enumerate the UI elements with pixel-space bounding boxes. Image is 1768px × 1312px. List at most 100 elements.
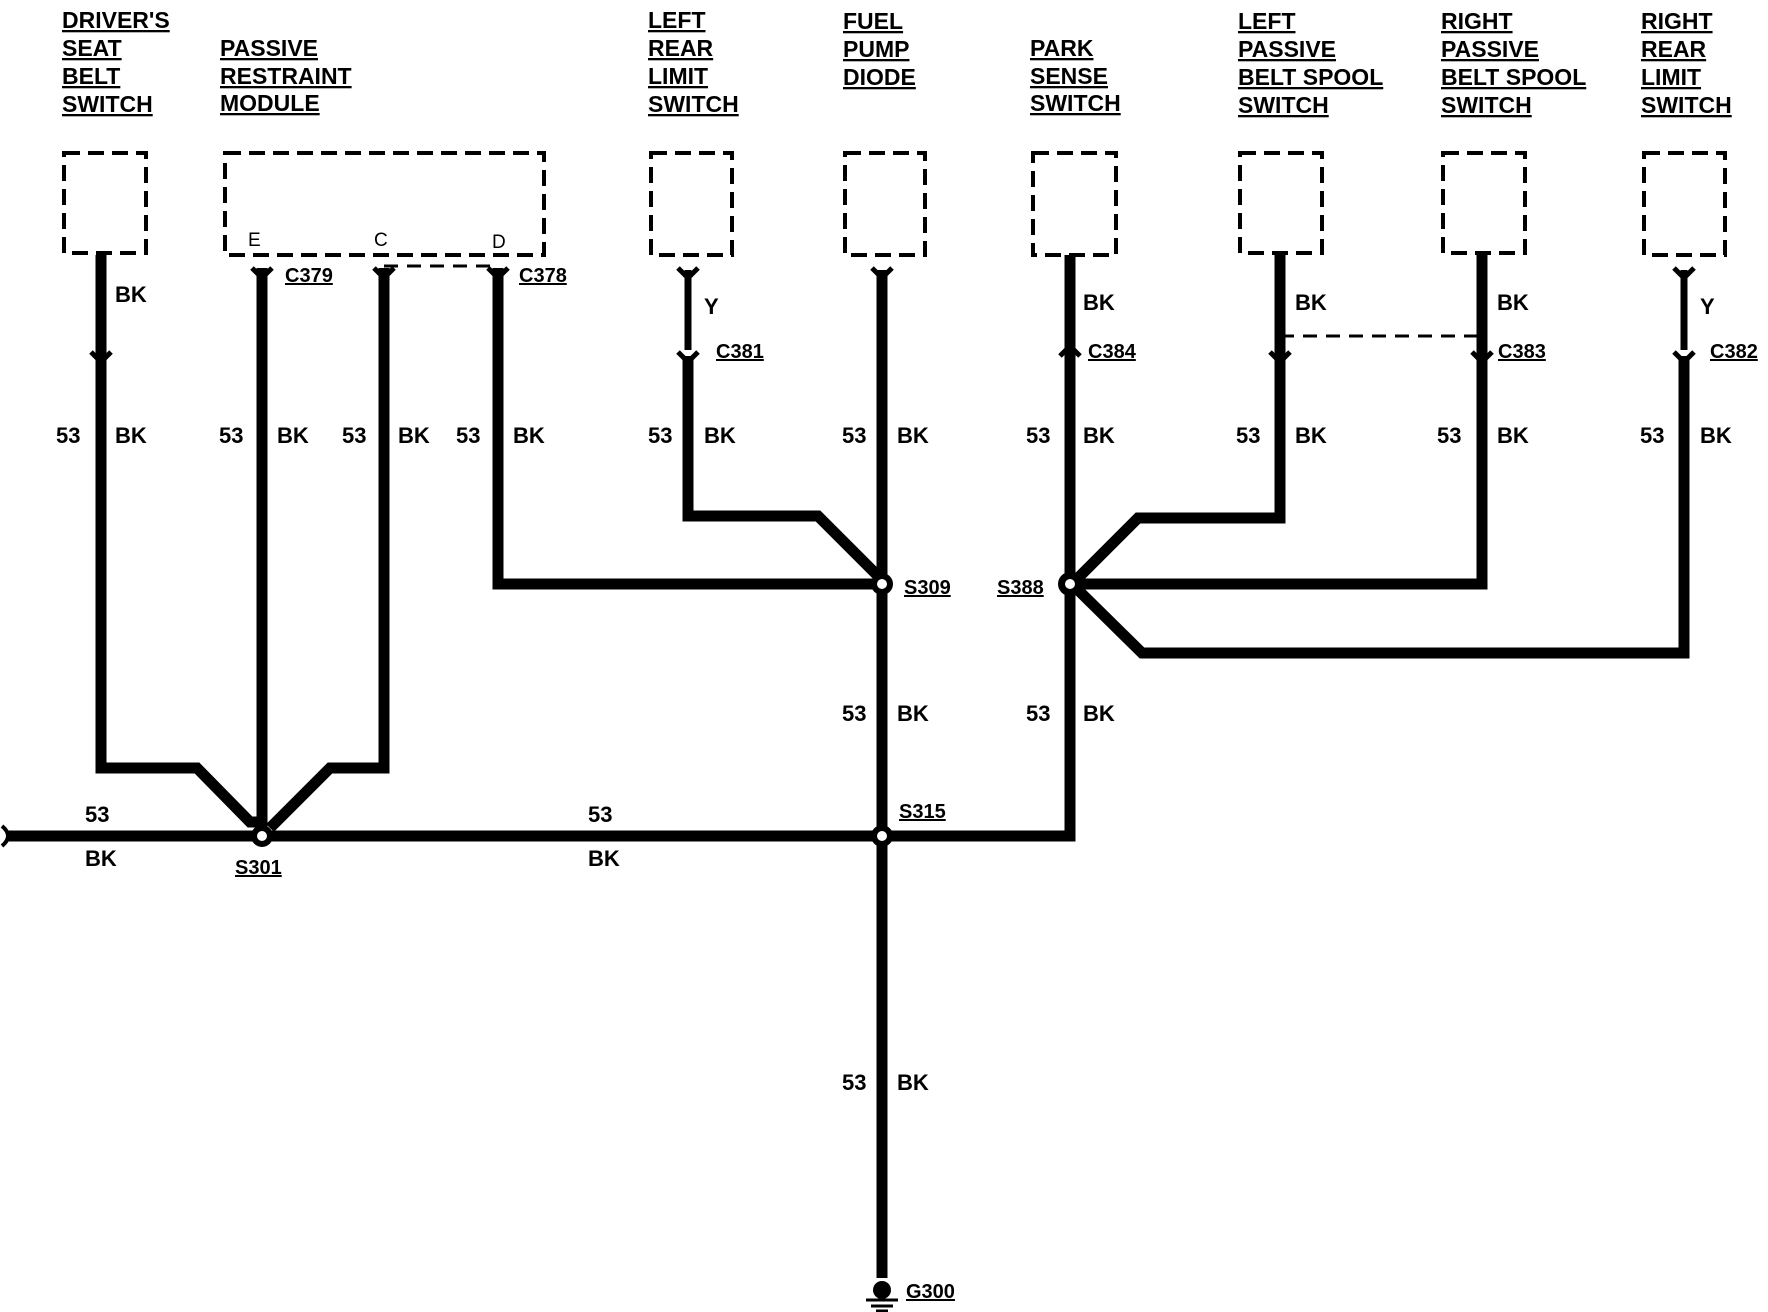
wire-color-label: Y: [1700, 294, 1715, 319]
connector-right-spool-c383-symbol: [1470, 350, 1494, 366]
svg-text:SWITCH: SWITCH: [1441, 92, 1532, 118]
connector-c382-label: C382: [1710, 341, 1758, 363]
splice-s315-label: S315: [899, 801, 946, 823]
circuit-number-label: 53: [588, 802, 612, 827]
circuit-number-label: 53: [56, 423, 80, 448]
circuit-number-label: 53: [85, 802, 109, 827]
connector-c378-c-symbol: [372, 266, 396, 282]
wire-color-label: BK: [1700, 423, 1732, 448]
circuit-number-label: 53: [1437, 423, 1461, 448]
wire-color-label: BK: [513, 423, 545, 448]
connector-c382-upper-symbol: [1672, 266, 1696, 282]
wire-color-label: BK: [1295, 423, 1327, 448]
svg-text:BELT: BELT: [62, 63, 120, 89]
pin-d-label: D: [492, 232, 506, 253]
park-sense-switch-box: [1031, 151, 1118, 257]
ground-g300-label: G300: [906, 1281, 955, 1303]
connector-left-spool-c383-symbol: [1268, 350, 1292, 366]
left-passive-belt-spool-switch-title: LEFT PASSIVE BELT SPOOL SWITCH: [1238, 8, 1383, 118]
svg-text:RESTRAINT: RESTRAINT: [220, 63, 352, 89]
wire-left-rear-limit: [682, 356, 886, 584]
svg-text:SWITCH: SWITCH: [1238, 92, 1329, 118]
connector-c384-label: C384: [1088, 341, 1137, 363]
wire-module-pin-c: [266, 268, 390, 832]
fuel-pump-diode-box: [843, 151, 927, 257]
connector-c381-upper-symbol: [676, 266, 700, 282]
connector-c382-symbol: [1672, 350, 1696, 366]
svg-text:DRIVER'S: DRIVER'S: [62, 7, 170, 33]
circuit-number-label: 53: [842, 701, 866, 726]
wire-color-label: BK: [1295, 290, 1327, 315]
svg-text:REAR: REAR: [1641, 36, 1707, 62]
circuit-number-label: 53: [1026, 701, 1050, 726]
wire-color-label: BK: [115, 282, 147, 307]
fuel-pump-diode-title: FUEL PUMP DIODE: [843, 8, 916, 90]
svg-text:DIODE: DIODE: [843, 64, 916, 90]
wire-color-label: BK: [897, 1070, 929, 1095]
svg-text:LIMIT: LIMIT: [1641, 64, 1701, 90]
left-rear-limit-switch-box: [649, 151, 734, 257]
passive-restraint-module-title: PASSIVE RESTRAINT MODULE: [220, 35, 352, 116]
wire-color-label: BK: [1497, 290, 1529, 315]
connector-c378-d-symbol: [486, 266, 510, 282]
wire-left-passive-belt-spool: [1070, 255, 1286, 586]
wire-color-label: BK: [277, 423, 309, 448]
svg-text:PUMP: PUMP: [843, 36, 909, 62]
svg-text:SENSE: SENSE: [1030, 63, 1108, 89]
splice-s388: [1058, 572, 1082, 596]
connector-c378-label: C378: [519, 265, 567, 287]
wire-color-label: BK: [1083, 701, 1115, 726]
svg-text:PASSIVE: PASSIVE: [1441, 36, 1539, 62]
pin-c-label: C: [374, 230, 388, 251]
wire-continuation-break-symbol: [0, 824, 10, 848]
svg-text:MODULE: MODULE: [220, 90, 320, 116]
park-sense-switch-title: PARK SENSE SWITCH: [1030, 35, 1121, 116]
circuit-number-label: 53: [219, 423, 243, 448]
circuit-number-label: 53: [456, 423, 480, 448]
left-passive-belt-spool-switch-box: [1238, 151, 1324, 255]
circuit-number-label: 53: [842, 1070, 866, 1095]
circuit-number-label: 53: [1236, 423, 1260, 448]
wire-park-sense: [880, 255, 1076, 842]
left-rear-limit-switch-title: LEFT REAR LIMIT SWITCH: [648, 7, 739, 117]
right-passive-belt-spool-switch-box: [1441, 151, 1527, 255]
svg-text:RIGHT: RIGHT: [1441, 8, 1513, 34]
connector-c379-symbol: [250, 266, 274, 282]
wire-color-label: BK: [398, 423, 430, 448]
right-rear-limit-switch-box: [1642, 151, 1727, 257]
ground-g300-symbol: [866, 1281, 898, 1312]
right-passive-belt-spool-switch-title: RIGHT PASSIVE BELT SPOOL SWITCH: [1441, 8, 1586, 118]
wire-color-label: Y: [704, 294, 719, 319]
svg-text:LEFT: LEFT: [648, 7, 706, 33]
splice-s309-label: S309: [904, 577, 951, 599]
circuit-number-label: 53: [342, 423, 366, 448]
svg-text:LEFT: LEFT: [1238, 8, 1296, 34]
svg-text:PARK: PARK: [1030, 35, 1094, 61]
wire-color-label: BK: [897, 701, 929, 726]
passive-restraint-module-box: [223, 151, 546, 257]
svg-text:BELT SPOOL: BELT SPOOL: [1238, 64, 1383, 90]
svg-text:FUEL: FUEL: [843, 8, 903, 34]
drivers-seat-belt-switch-box: [62, 151, 148, 255]
splice-s388-label: S388: [997, 577, 1044, 599]
circuit-number-label: 53: [1026, 423, 1050, 448]
svg-text:LIMIT: LIMIT: [648, 63, 708, 89]
svg-text:PASSIVE: PASSIVE: [220, 35, 318, 61]
connector-c384-symbol: [1058, 342, 1082, 358]
svg-text:SEAT: SEAT: [62, 35, 122, 61]
wire-color-label: BK: [897, 423, 929, 448]
connector-fuel-pump-diode-symbol: [870, 266, 894, 282]
connector-c381-label: C381: [716, 341, 764, 363]
svg-text:SWITCH: SWITCH: [648, 91, 739, 117]
right-rear-limit-switch-title: RIGHT REAR LIMIT SWITCH: [1641, 8, 1732, 118]
connector-c379-label: C379: [285, 265, 333, 287]
wire-color-label: BK: [85, 846, 117, 871]
connector-drivers-seat-belt-symbol: [89, 350, 113, 366]
splice-s315: [871, 825, 893, 847]
circuit-number-label: 53: [842, 423, 866, 448]
wire-module-pin-d: [492, 268, 882, 590]
wire-drivers-seat-belt: [95, 255, 262, 828]
wire-color-label: BK: [588, 846, 620, 871]
circuit-number-label: 53: [1640, 423, 1664, 448]
